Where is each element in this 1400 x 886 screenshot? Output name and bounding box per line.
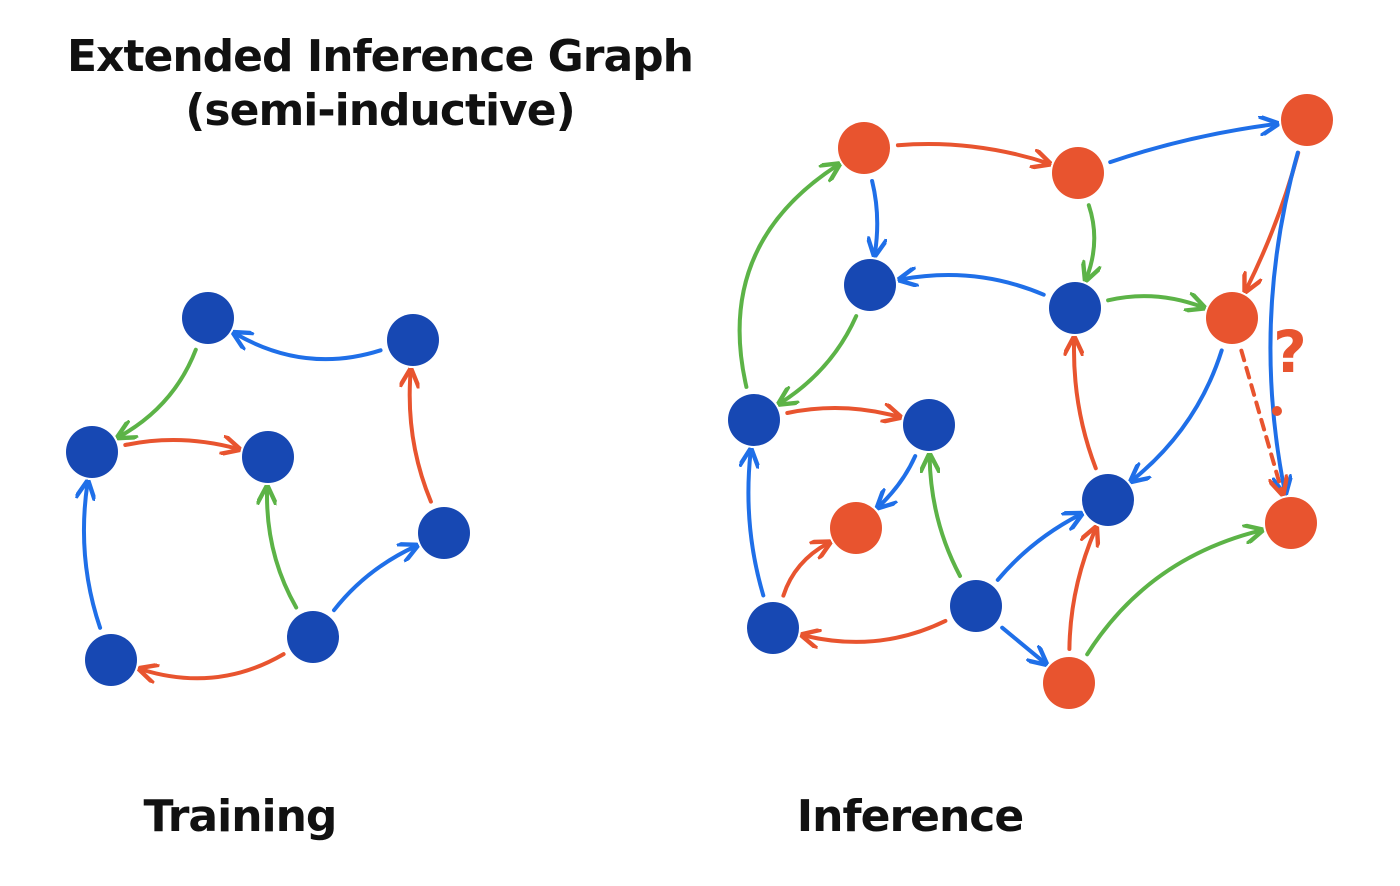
edge-t3-t4 — [123, 440, 237, 449]
new-node-i9 — [830, 502, 882, 554]
known-node-i4 — [844, 259, 896, 311]
edge-i13-i12 — [1000, 625, 1044, 663]
edge-i5-i4 — [902, 275, 1046, 297]
edge-i10-i7 — [748, 452, 766, 598]
known-node-t2 — [387, 314, 439, 366]
edge-i1-i2 — [895, 141, 1048, 163]
edge-i10-i9 — [781, 543, 828, 598]
new-node-i6 — [1206, 292, 1258, 344]
inference-caption: Inference — [796, 791, 1024, 842]
edge-t5-t6 — [142, 652, 286, 678]
training-caption: Training — [143, 791, 338, 842]
diagram-subtitle: (semi-inductive) — [185, 85, 575, 136]
edges-layer — [84, 124, 1301, 678]
predicted-edge-i6-i14 — [1239, 348, 1282, 493]
diagram-title: Extended Inference Graph — [67, 31, 694, 82]
edge-t5-t7 — [332, 547, 415, 613]
question-mark: ? — [1273, 318, 1307, 386]
edge-t2-t1 — [236, 334, 383, 362]
known-node-i13 — [950, 580, 1002, 632]
edge-i13-i8 — [930, 457, 962, 578]
edge-i1-i4 — [872, 179, 877, 253]
new-node-i1 — [838, 122, 890, 174]
edge-i11-i5 — [1074, 340, 1098, 471]
edge-t1-t3 — [120, 347, 198, 437]
new-node-i2 — [1052, 147, 1104, 199]
edge-i4-i7 — [781, 314, 859, 403]
edge-i12-i14 — [1085, 531, 1260, 657]
known-node-i11 — [1082, 474, 1134, 526]
edge-i12-i11 — [1067, 529, 1095, 651]
known-node-i10 — [747, 602, 799, 654]
edge-i2-i3 — [1108, 124, 1275, 165]
edge-i13-i11 — [995, 515, 1080, 582]
edge-i2-i5 — [1087, 203, 1095, 278]
edge-i3-i14 — [1268, 150, 1300, 492]
new-node-i12 — [1043, 657, 1095, 709]
edge-t5-t4 — [267, 489, 299, 610]
new-node-i3 — [1281, 94, 1333, 146]
edge-i5-i6 — [1106, 296, 1202, 307]
edge-i7-i1 — [737, 165, 838, 389]
edge-t7-t2 — [410, 372, 433, 504]
known-node-i5 — [1049, 282, 1101, 334]
new-node-i14 — [1265, 497, 1317, 549]
known-node-t3 — [66, 426, 118, 478]
known-node-t5 — [287, 611, 339, 663]
known-node-t6 — [85, 634, 137, 686]
edge-i7-i8 — [785, 408, 898, 417]
edge-t6-t3 — [84, 484, 103, 630]
question-mark-dot — [1272, 406, 1282, 416]
known-node-i8 — [903, 399, 955, 451]
known-node-t7 — [418, 507, 470, 559]
known-node-t4 — [242, 431, 294, 483]
nodes-layer — [66, 94, 1333, 709]
edge-i8-i9 — [879, 454, 918, 506]
edge-i13-i10 — [804, 618, 948, 642]
known-node-i7 — [728, 394, 780, 446]
known-node-t1 — [182, 292, 234, 344]
edge-i6-i11 — [1133, 348, 1224, 479]
